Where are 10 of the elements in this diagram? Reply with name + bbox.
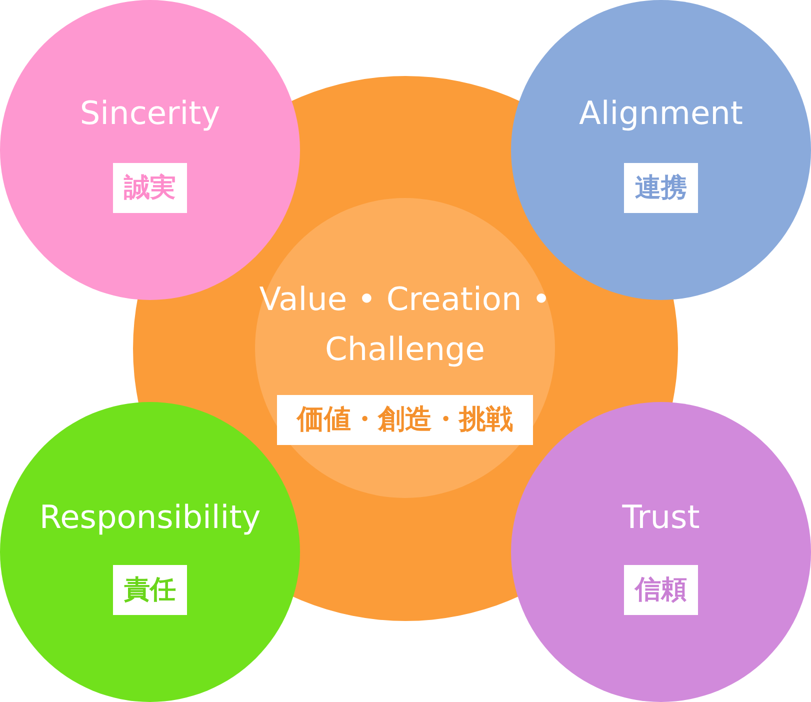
- center-heading: Value • Creation • Challenge: [258, 279, 552, 370]
- value-heading: Alignment: [578, 95, 744, 131]
- japanese-label: 価値・創造・挑戦: [277, 395, 533, 445]
- value-heading: Responsibility: [38, 499, 262, 535]
- japanese-label: 信頼: [624, 565, 698, 615]
- japanese-label: 責任: [113, 565, 187, 615]
- value-heading: Sincerity: [78, 95, 222, 131]
- japanese-label: 連携: [624, 163, 698, 213]
- japanese-label: 誠実: [113, 163, 187, 213]
- value-heading: Trust: [621, 499, 701, 535]
